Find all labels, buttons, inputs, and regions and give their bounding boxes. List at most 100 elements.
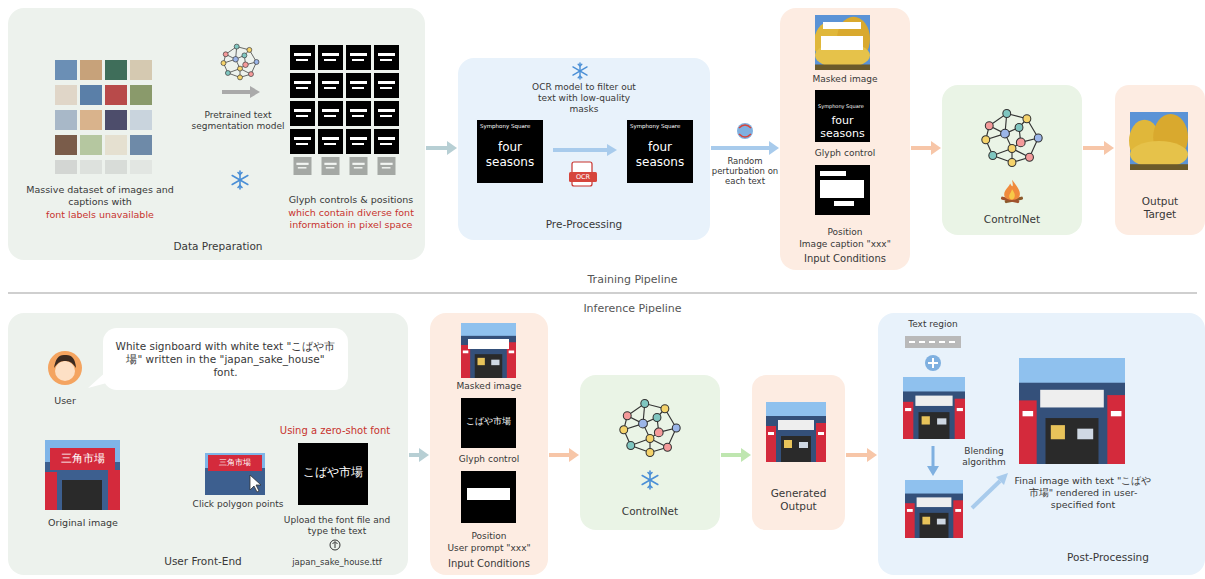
original-photo xyxy=(50,448,115,470)
polygon-click-photo xyxy=(250,475,261,492)
user-avatar xyxy=(48,351,82,385)
process-arrow xyxy=(607,144,617,156)
polygon-click-photo xyxy=(205,453,265,495)
caption: Image caption "xxx" xyxy=(780,239,910,250)
arrow-head xyxy=(741,448,751,462)
text-region-strip xyxy=(905,336,961,348)
caption: Pretrained text segmentation model xyxy=(188,110,288,132)
position-mask xyxy=(461,471,516,523)
output-image xyxy=(1129,112,1188,170)
panel-title: Pre-Processing xyxy=(524,218,644,231)
glyph-grid xyxy=(346,101,371,126)
position-mask xyxy=(815,165,870,215)
arrow-head xyxy=(931,141,941,155)
speech-tail xyxy=(88,370,118,388)
process-arrow xyxy=(927,466,939,476)
image-dataset-grid xyxy=(130,85,152,105)
position-mask xyxy=(815,165,870,215)
position-mask xyxy=(820,180,864,198)
stage-panel-fill xyxy=(8,313,408,575)
glyph-image xyxy=(627,120,693,183)
masked-image xyxy=(461,323,516,378)
upload-icon xyxy=(333,542,338,549)
text-region-strip xyxy=(905,336,961,348)
original-photo xyxy=(45,440,120,510)
glyph-grid xyxy=(374,129,399,154)
caption: Position xyxy=(780,227,910,238)
model-box-fill xyxy=(942,85,1082,235)
flow-arrow xyxy=(409,448,429,462)
caption: Masked image xyxy=(780,74,910,85)
panel-title: Input Conditions xyxy=(430,558,548,570)
image-dataset-grid xyxy=(105,110,127,130)
glyph-grid xyxy=(374,45,399,70)
output-box: Output Target xyxy=(1115,85,1205,235)
image-dataset-grid xyxy=(80,110,102,130)
region-image xyxy=(903,377,965,439)
separator-line xyxy=(8,292,1197,293)
caption: Position xyxy=(430,531,548,542)
controlnet-icon xyxy=(982,110,1042,167)
sign-text: 三角市場 xyxy=(208,458,262,468)
glyph-text: こばや市場 xyxy=(461,416,516,427)
glyph-grid xyxy=(290,45,399,175)
controlnet-icon xyxy=(620,400,680,457)
image-dataset-grid xyxy=(55,85,77,105)
glyph-grid xyxy=(294,157,396,175)
image-dataset-grid xyxy=(80,135,102,155)
perturbation-icon xyxy=(739,134,751,137)
caption: Text region xyxy=(893,319,973,330)
frozen-icon xyxy=(642,471,658,489)
glyph-grid xyxy=(290,73,315,98)
glyph-grid xyxy=(378,157,396,175)
image-dataset-grid xyxy=(80,60,102,80)
process-arrow xyxy=(222,86,260,98)
user-avatar xyxy=(54,355,76,368)
speech-bubble-fill xyxy=(103,328,348,390)
stage-panel-fill xyxy=(8,8,425,260)
process-arrow xyxy=(222,90,250,94)
glyph-grid xyxy=(346,129,371,154)
image-dataset-grid xyxy=(55,60,77,80)
arrow-head xyxy=(1104,141,1114,155)
original-photo xyxy=(108,470,120,510)
glyph-grid xyxy=(318,129,343,154)
blended-image xyxy=(905,480,963,538)
polygon-click-photo xyxy=(205,468,265,495)
arrow-shaft xyxy=(409,453,420,457)
image-dataset-grid xyxy=(130,160,152,174)
image-dataset-grid xyxy=(105,60,127,80)
trainable-icon xyxy=(1001,180,1024,204)
caption: OCR model to filter out text with low-qu… xyxy=(528,82,640,115)
glyph-grid xyxy=(374,101,399,126)
ocr-icon xyxy=(569,162,597,186)
conditions-panel: Masked imageSymphony Squarefour seasonsG… xyxy=(780,8,910,270)
panel-title: Generated Output xyxy=(758,487,839,513)
image-dataset-grid xyxy=(55,110,77,130)
model-box: ControlNet xyxy=(942,85,1082,235)
caption: Masked image xyxy=(430,381,548,392)
glyph-image xyxy=(477,120,543,183)
image-dataset-grid xyxy=(130,110,152,130)
output-box-fill xyxy=(752,375,845,530)
arrow-shaft xyxy=(549,453,570,457)
glyph-text: Symphony Square xyxy=(480,123,540,130)
image-dataset-grid xyxy=(55,135,77,155)
conditions-panel: Masked imageこばや市場Glyph controlPositionUs… xyxy=(430,313,548,575)
edge-label: Random perturbation on each text xyxy=(711,156,779,186)
model-box: ControlNet xyxy=(580,375,720,530)
original-photo xyxy=(62,480,102,510)
position-mask xyxy=(834,201,854,206)
perturbation-icon xyxy=(737,123,753,139)
highlight-note: font labels unavailable xyxy=(14,209,186,221)
position-mask xyxy=(820,171,846,176)
masked-image xyxy=(461,323,516,378)
file-name: japan_sake_house.ttf xyxy=(270,557,404,567)
glyph-image xyxy=(461,398,516,448)
conditions-panel-fill xyxy=(430,313,548,575)
glyph-grid xyxy=(350,157,368,175)
masked-image xyxy=(814,15,870,70)
masked-image xyxy=(468,339,509,349)
glyph-text: こばや市場 xyxy=(298,465,368,480)
